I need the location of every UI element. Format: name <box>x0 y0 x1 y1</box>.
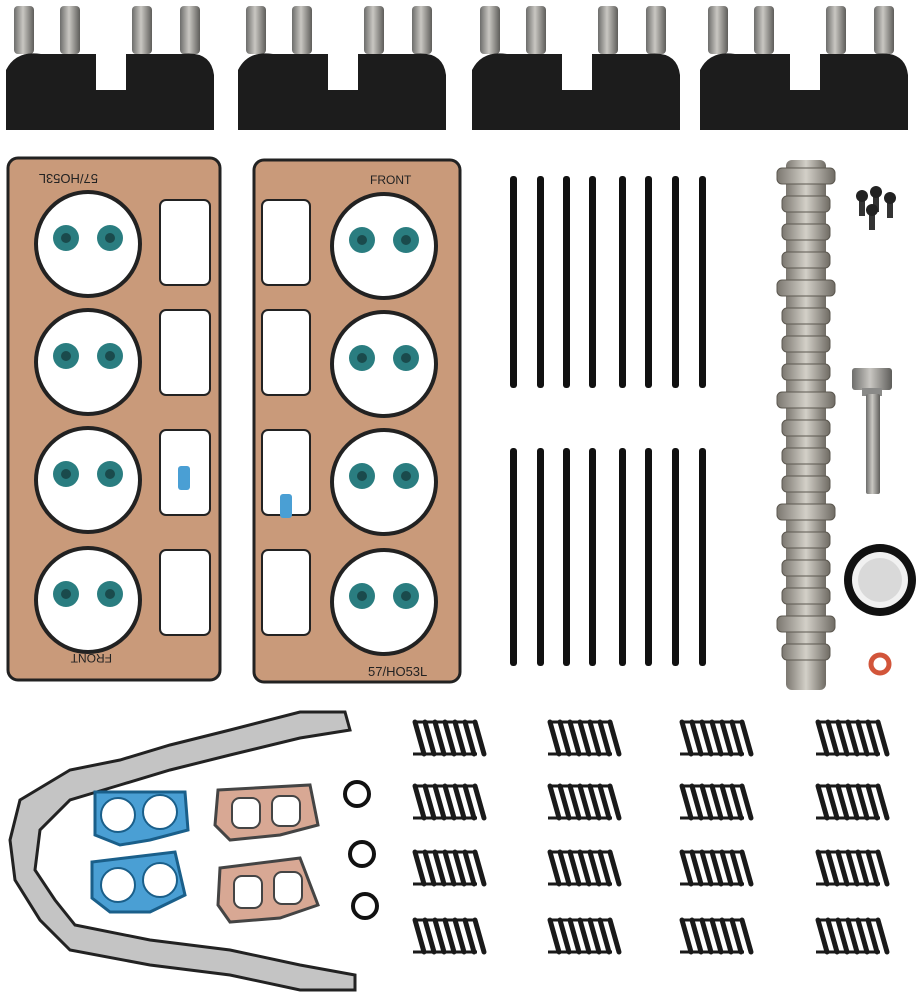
valve-springs <box>412 719 890 955</box>
gasket-stamp-top: FRONT <box>370 173 412 187</box>
gasket-stamp-bottom: 57/HO53L <box>368 664 427 679</box>
pushrod <box>699 448 706 666</box>
pushrod <box>510 176 517 388</box>
pushrod <box>563 176 570 388</box>
cylinder-bore <box>330 548 438 656</box>
lifter <box>754 6 774 54</box>
valve-spring <box>815 849 890 887</box>
head-gasket-left: 57/HO53L FRONT <box>6 156 222 682</box>
lifter <box>646 6 666 54</box>
pushrod <box>589 176 596 388</box>
gasket-stamp-bottom: FRONT <box>70 651 112 665</box>
orange-o-ring <box>868 652 892 676</box>
valve-spring <box>679 719 754 757</box>
lifter <box>60 6 80 54</box>
pushrod <box>537 176 544 388</box>
lifter-tray <box>472 6 680 130</box>
valve-spring <box>412 719 487 757</box>
valve-spring <box>815 783 890 821</box>
cylinder-bore <box>330 310 438 418</box>
pushrod <box>645 448 652 666</box>
valve-spring <box>679 917 754 955</box>
lifter-tray <box>700 6 908 130</box>
lifter <box>292 6 312 54</box>
cylinder-bore <box>34 426 142 534</box>
lifter <box>246 6 266 54</box>
cylinder-bore <box>330 192 438 300</box>
lifter <box>180 6 200 54</box>
pushrod <box>563 448 570 666</box>
valve-spring <box>815 719 890 757</box>
valve-spring <box>547 783 622 821</box>
valve-spring <box>412 849 487 887</box>
pushrod <box>619 176 626 388</box>
lifter <box>826 6 846 54</box>
pushrod <box>537 448 544 666</box>
cam-sprocket-bolt <box>852 368 892 494</box>
valve-spring <box>547 849 622 887</box>
lifter <box>132 6 152 54</box>
lifter <box>412 6 432 54</box>
valve-spring <box>547 719 622 757</box>
water-pump-gaskets <box>90 790 190 914</box>
pushrod <box>619 448 626 666</box>
valve-spring <box>679 849 754 887</box>
lifter <box>874 6 894 54</box>
cylinder-bore <box>34 546 142 654</box>
head-gasket-right: FRONT 57/HO53L <box>252 158 462 684</box>
camshaft <box>776 160 836 690</box>
pushrod <box>510 448 517 666</box>
coolant-gaskets <box>213 783 320 924</box>
valve-spring <box>547 917 622 955</box>
lifter <box>526 6 546 54</box>
pushrod <box>645 176 652 388</box>
o-rings <box>343 780 379 920</box>
valve-spring <box>815 917 890 955</box>
lifter <box>14 6 34 54</box>
lifter-tray <box>238 6 446 130</box>
lifter <box>364 6 384 54</box>
pushrod <box>589 448 596 666</box>
cylinder-bore <box>34 308 142 416</box>
gasket-stamp-top: 57/HO53L <box>39 171 98 186</box>
pushrod <box>672 176 679 388</box>
valve-spring <box>679 783 754 821</box>
cylinder-bore <box>34 190 142 298</box>
lifter-tray <box>6 6 214 130</box>
pushrod <box>672 448 679 666</box>
valve-spring <box>412 783 487 821</box>
lifter <box>708 6 728 54</box>
pushrod <box>699 176 706 388</box>
cam-retainer-bolts <box>856 186 896 230</box>
lifter <box>480 6 500 54</box>
rear-main-seal <box>844 544 916 616</box>
pushrods <box>510 176 706 666</box>
timing-cover-gasket <box>8 710 357 992</box>
valve-spring <box>412 917 487 955</box>
cylinder-bore <box>330 428 438 536</box>
lifter-guide-trays <box>6 6 908 130</box>
lifter <box>598 6 618 54</box>
